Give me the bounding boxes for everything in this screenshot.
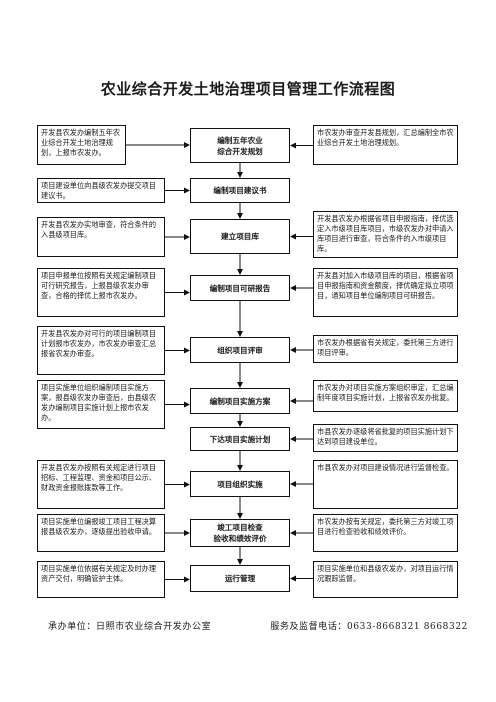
county-task-box: 开发县农发办编制五年农业综合开发土地治理规划，上报市农发办。 — [37, 125, 126, 165]
process-step-label: 项目组织实施 — [217, 479, 263, 489]
process-step-box: 编制五年农业 综合开发规划 — [190, 128, 290, 163]
page-title: 农业综合开发土地治理项目管理工作流程图 — [100, 80, 396, 98]
process-step-box: 运行管理 — [190, 565, 290, 592]
process-step-label: 组织项目评审 — [217, 345, 263, 355]
process-step-box: 竣工项目检查 验收和绩效评价 — [190, 519, 290, 547]
process-step-box: 下达项目实施计划 — [190, 427, 290, 451]
city-task-box: 市农发办按有关规定，委托第三方对竣工项目进行检查验收和绩效评价。 — [313, 514, 458, 552]
city-task-box: 市农发办审查开发县规划，汇总编制全市农业综合开发土地治理规划。 — [313, 125, 458, 165]
city-task-box: 开发县对加入市级项目库的项目，根据省项目申报指南和资金额度，择优确定拟立项项目，… — [313, 268, 458, 317]
organizer-text: 承办单位：日照市农业综合开发办公室 — [48, 622, 212, 632]
process-step-label: 竣工项目检查 验收和绩效评价 — [213, 523, 267, 543]
county-task-box: 开发县农发办实地审查，符合条件的入县级项目库。 — [37, 217, 165, 257]
footer: 承办单位：日照市农业综合开发办公室 服务及监督电话：0633-8668321 8… — [48, 619, 468, 632]
city-task-box: 市农发办根据省有关规定，委托第三方进行项目评审。 — [313, 335, 458, 363]
county-task-box: 项目申报单位按照有关规定编制项目可行研究报告，上报县级农发办审查，合格的择优上报… — [37, 268, 165, 317]
process-step-box: 建立项目库 — [190, 219, 290, 254]
city-task-box: 开发县农发办根据省项目申报指南，择优选定入市级项目库项目，市级农发办对申请入库项… — [313, 211, 458, 258]
county-task-box: 项目建设单位向县级农发办提交项目建议书。 — [37, 178, 165, 203]
county-task-box: 开发县农发办对可行的项目编制项目计划报市农发办，市农发办审查汇总报省农发办审查。 — [37, 326, 165, 375]
process-step-label: 编制项目建议书 — [213, 186, 267, 195]
city-task-box: 项目实施单位和县级农发办，对项目运行情况跟踪监督。 — [313, 561, 458, 598]
county-task-box: 项目实施单位依据有关规定及时办理资产交付，明确管护主体。 — [37, 561, 165, 598]
county-task-box: 项目实施单位编报竣工项目工程决算报县级农发办，逐级提出验收申请。 — [37, 514, 165, 552]
process-step-box: 编制项目可研报告 — [190, 275, 290, 301]
process-step-label: 编制项目可研报告 — [209, 283, 271, 293]
process-step-label: 下达项目实施计划 — [209, 434, 271, 444]
city-task-box: 市县农发办逐级将省批复的项目实施计划下达到项目建设单位。 — [313, 424, 458, 452]
process-step-box: 项目组织实施 — [190, 471, 290, 497]
process-step-label: 编制项目实施方案 — [209, 396, 271, 406]
city-task-box: 市县农发办对项目建设情况进行监督检查。 — [313, 460, 458, 509]
county-task-box: 开发县农发办按照有关规定进行项目招标、工程监理、资金和项目公示、财政资金报账拨款… — [37, 460, 165, 509]
process-step-box: 组织项目评审 — [190, 337, 290, 363]
county-task-box: 项目实施单位组织编制项目实施方案，报县级农发办审查后，由县级农发办编制项目实施计… — [37, 380, 165, 429]
process-step-label: 运行管理 — [224, 574, 256, 583]
city-task-box: 市农发办对项目实施方案组织审定，汇总编制年度项目实施计划，上报省农发办批复。 — [313, 380, 458, 412]
hotline-text: 服务及监督电话：0633-8668321 8668322 — [270, 622, 468, 632]
process-step-label: 建立项目库 — [221, 232, 259, 241]
process-step-box: 编制项目建议书 — [190, 178, 290, 203]
process-step-box: 编制项目实施方案 — [190, 388, 290, 414]
process-step-label: 编制五年农业 综合开发规划 — [217, 135, 263, 156]
